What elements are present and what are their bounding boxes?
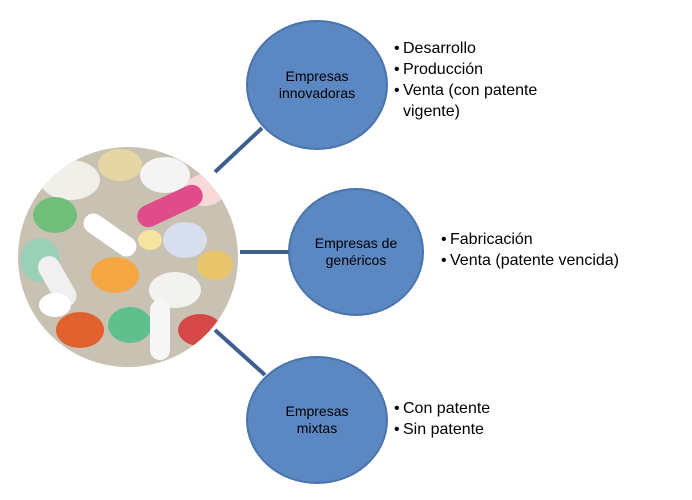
node-label: Empresas innovadoras [278,68,356,101]
list-item: Desarrollo [394,38,574,59]
list-item: Venta (con patente vigente) [394,80,574,122]
node-label: Empresas de genéricos [314,235,398,268]
node-label: Empresas mixtas [285,403,349,436]
pills-photo-icon [18,147,238,367]
bullet-list-innovadoras: Desarrollo Producción Venta (con patente… [394,38,574,122]
node-empresas-innovadoras: Empresas innovadoras [246,20,388,150]
connector-mixtas [213,328,267,377]
node-empresas-genericos: Empresas de genéricos [288,188,424,316]
connector-innovadoras [213,126,264,174]
node-empresas-mixtas: Empresas mixtas [246,356,388,484]
list-item: Venta (patente vencida) [441,250,661,271]
list-item: Sin patente [394,419,554,440]
bullet-list-mixtas: Con patente Sin patente [394,398,554,440]
list-item: Fabricación [441,229,661,250]
bullet-list-genericos: Fabricación Venta (patente vencida) [441,229,661,271]
list-item: Con patente [394,398,554,419]
list-item: Producción [394,59,574,80]
